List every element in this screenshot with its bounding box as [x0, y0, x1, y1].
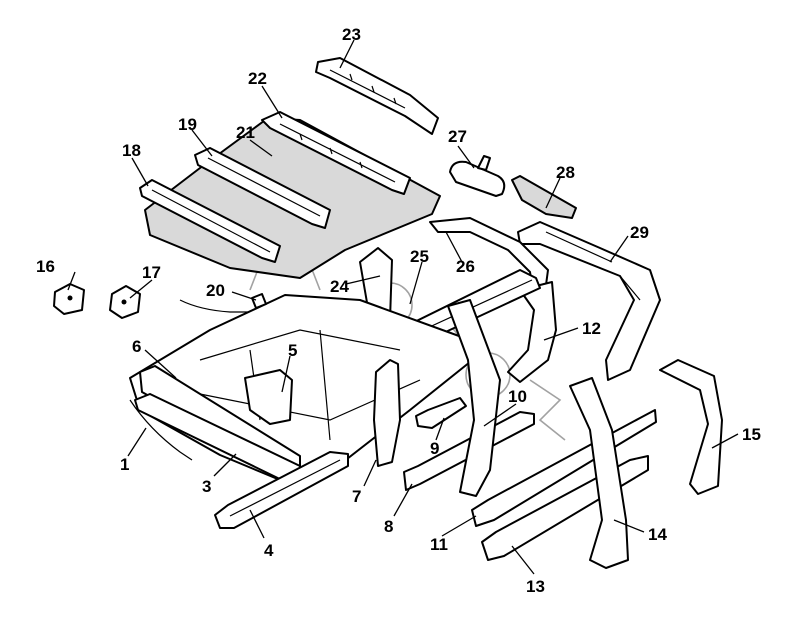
part-label-27: 27: [448, 127, 467, 146]
part-label-24: 24: [330, 277, 349, 296]
part-label-7: 7: [352, 487, 361, 506]
part-label-20: 20: [206, 281, 225, 300]
part-28-shape: [511, 175, 577, 219]
callout-labels: 1 2 3 4 5 6 7 8 9 10 11 12 13 14 15 16 1…: [36, 25, 761, 596]
part-12-shape: [507, 281, 557, 383]
part-label-15: 15: [742, 425, 761, 444]
part-20-shape: [251, 293, 267, 309]
part-label-13: 13: [526, 577, 545, 596]
part-label-11: 11: [430, 535, 448, 554]
part-label-5: 5: [288, 341, 297, 360]
part-label-28: 28: [556, 163, 575, 182]
part-9-shape: [415, 397, 467, 429]
part-1-shape: [129, 299, 248, 461]
part-label-6: 6: [132, 337, 141, 356]
part-19-shape: [194, 147, 331, 229]
part-label-17: 17: [142, 263, 161, 282]
part-label-18: 18: [122, 141, 141, 160]
part-label-29: 29: [630, 223, 649, 242]
part-18-shape: [139, 179, 281, 263]
part-label-16: 16: [36, 257, 55, 276]
part-label-25: 25: [410, 247, 429, 266]
part-23-shape: [315, 57, 439, 135]
part-label-9: 9: [430, 439, 439, 458]
part-label-1: 1: [120, 455, 129, 474]
part-label-10: 10: [508, 387, 527, 406]
part-label-26: 26: [456, 257, 475, 276]
part-label-8: 8: [384, 517, 393, 536]
part-label-4: 4: [264, 541, 274, 560]
part-label-3: 3: [202, 477, 211, 496]
part-15-shape: [659, 359, 723, 495]
part-label-14: 14: [648, 525, 667, 544]
part-14-shape: [569, 377, 629, 569]
part-10-shape: [447, 299, 501, 497]
part-label-21: 21: [236, 123, 255, 142]
leader-lines: [67, 39, 739, 575]
part-7-shape: [373, 359, 401, 467]
part-17-shape: [109, 285, 141, 319]
part-29-shape: [517, 221, 661, 381]
part-27-shape: [449, 155, 506, 197]
part-4-shape: [214, 451, 349, 529]
part-label-22: 22: [248, 69, 267, 88]
part-label-23: 23: [342, 25, 361, 44]
part-label-12: 12: [582, 319, 601, 338]
part-label-19: 19: [178, 115, 197, 134]
